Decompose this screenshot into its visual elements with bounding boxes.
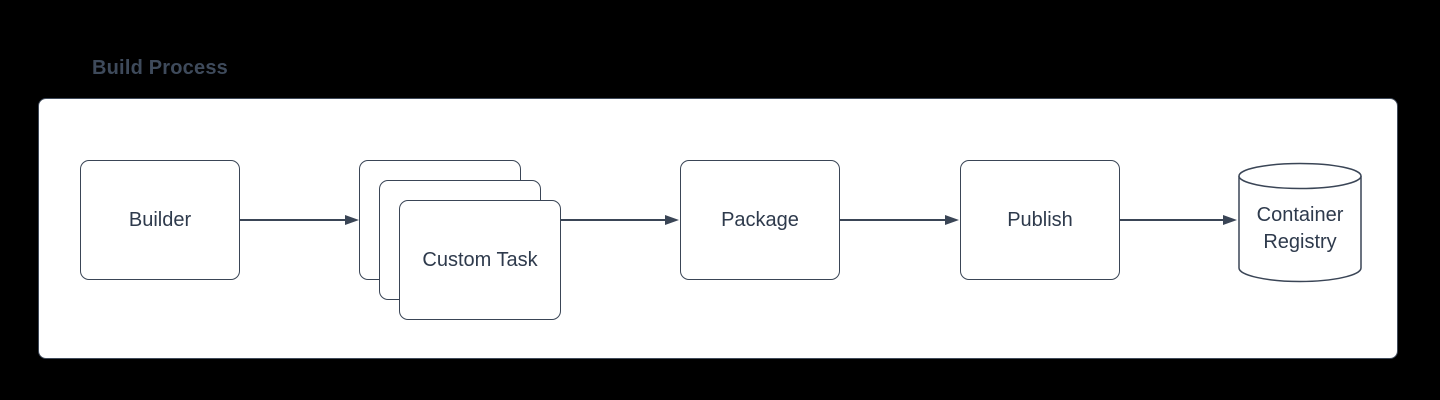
node-container-registry-label-line1: Container [1256,204,1344,226]
arrow-head-icon [345,215,359,225]
arrow-head-icon [945,215,959,225]
arrow-head-icon [665,215,679,225]
connector-line [521,219,668,221]
database-cylinder-icon [1238,162,1362,283]
node-custom-task-label: Custom Task [422,248,538,271]
arrow-head-icon [1223,215,1237,225]
node-container-registry-label-line2: Registry [1263,231,1337,253]
diagram-title: Build Process [92,57,228,79]
node-builder-label: Builder [128,208,192,231]
connector-line [840,219,948,221]
connector-publish-to-container-registry [1120,214,1237,226]
connector-custom-task-to-package [521,214,679,226]
connector-builder-to-custom-task [240,214,359,226]
node-package-label: Package [721,208,799,231]
node-publish-label: Publish [1007,208,1073,231]
node-container-registry-label: Container Registry [1238,202,1362,256]
node-container-registry[interactable]: Container Registry [1238,162,1362,283]
node-publish[interactable]: Publish [960,160,1120,280]
connector-line [240,219,348,221]
node-custom-task-front[interactable]: Custom Task [399,200,561,320]
node-builder[interactable]: Builder [80,160,240,280]
connector-line [1120,219,1226,221]
node-package[interactable]: Package [680,160,840,280]
connector-package-to-publish [840,214,959,226]
